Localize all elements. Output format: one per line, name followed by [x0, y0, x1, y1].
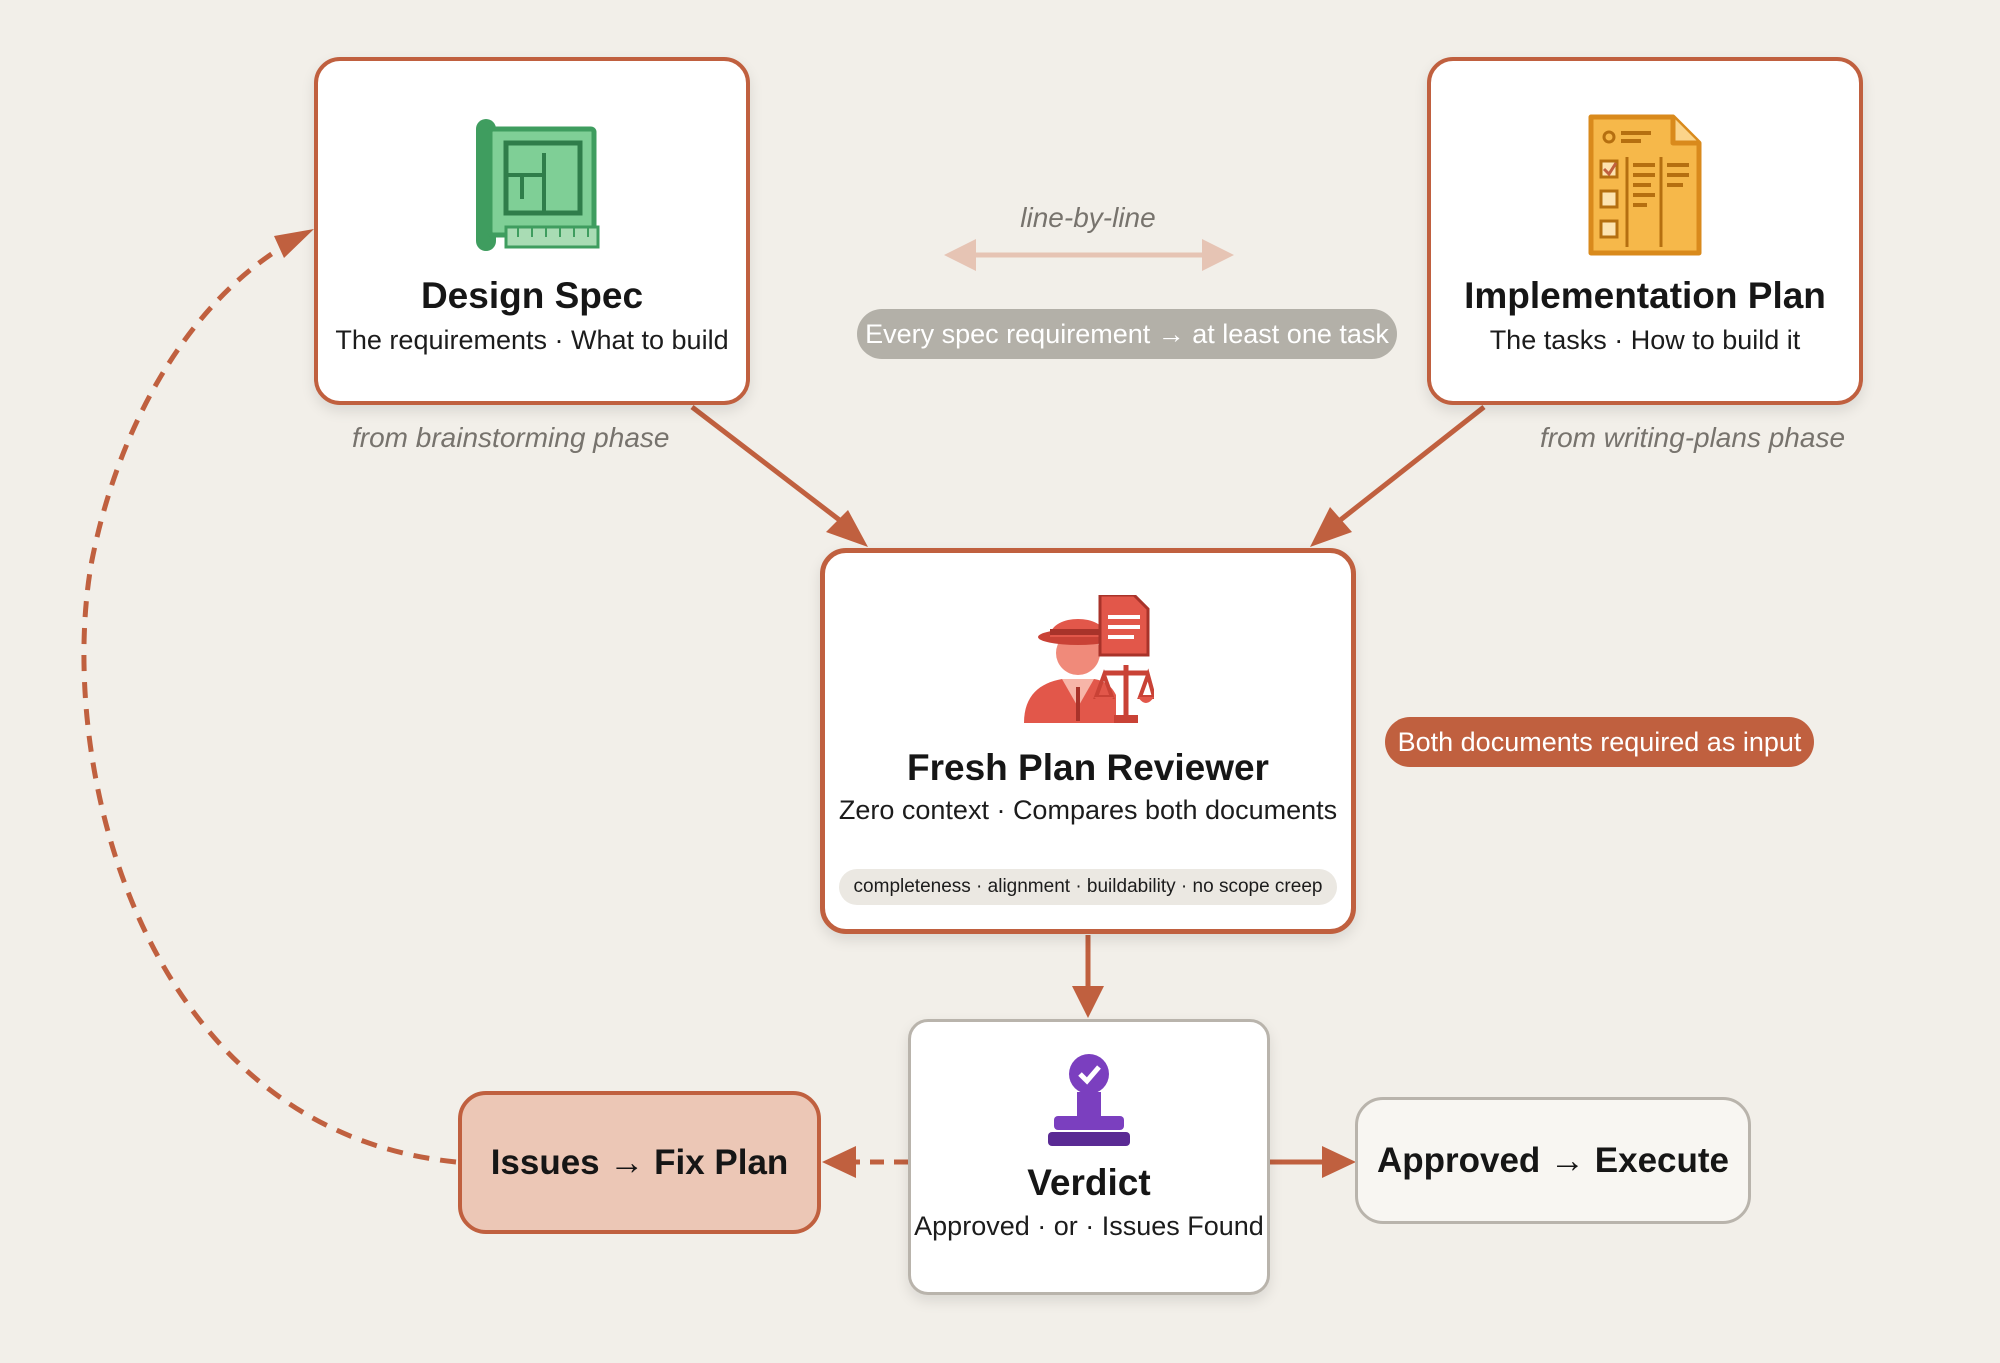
reviewer-subtitle: Zero context · Compares both documents [838, 795, 1338, 825]
approved-execute-box: Approved → Execute [1355, 1097, 1751, 1224]
verdict-subtitle: Approved · or · Issues Found [914, 1211, 1264, 1241]
verdict-to-issues-arrow [822, 1146, 908, 1178]
spec-to-task-coverage-pill: Every spec requirement → at least one ta… [857, 309, 1397, 359]
plan-to-reviewer-arrow [1310, 405, 1486, 547]
verdict-title: Verdict [1027, 1162, 1151, 1203]
blueprint-icon [476, 119, 600, 251]
implementation-plan-title: Implementation Plan [1464, 275, 1826, 316]
verdict-to-approved-arrow [1270, 1146, 1356, 1178]
spec-to-reviewer-arrow [690, 405, 868, 547]
checklist-document-icon [1588, 114, 1702, 256]
detective-reviewer-icon [1024, 595, 1154, 723]
input-requirement-badge: Both documents required as input [1385, 717, 1814, 767]
reviewer-title: Fresh Plan Reviewer [907, 747, 1269, 788]
line-by-line-double-arrow [944, 239, 1234, 271]
fresh-plan-reviewer-card: Fresh Plan Reviewer Zero context · Compa… [820, 548, 1356, 934]
line-by-line-label: line-by-line [1020, 202, 1156, 233]
feedback-loop-arrow [81, 229, 457, 1165]
implementation-plan-origin-note: from writing-plans phase [1540, 422, 1846, 453]
review-criteria-pill: completeness · alignment · buildability … [839, 869, 1337, 905]
implementation-plan-card: Implementation Plan The tasks · How to b… [1427, 57, 1863, 405]
design-spec-title: Design Spec [420, 275, 644, 316]
issues-fix-plan-box: Issues → Fix Plan [458, 1091, 821, 1234]
verdict-card: Verdict Approved · or · Issues Found [908, 1019, 1270, 1295]
design-spec-card: Design Spec The requirements · What to b… [314, 57, 750, 405]
design-spec-origin-note: from brainstorming phase [352, 422, 670, 453]
implementation-plan-subtitle: The tasks · How to build it [1489, 325, 1801, 355]
reviewer-to-verdict-arrow [1072, 935, 1104, 1018]
design-spec-subtitle: The requirements · What to build [335, 325, 729, 355]
approval-stamp-icon [1048, 1054, 1130, 1146]
